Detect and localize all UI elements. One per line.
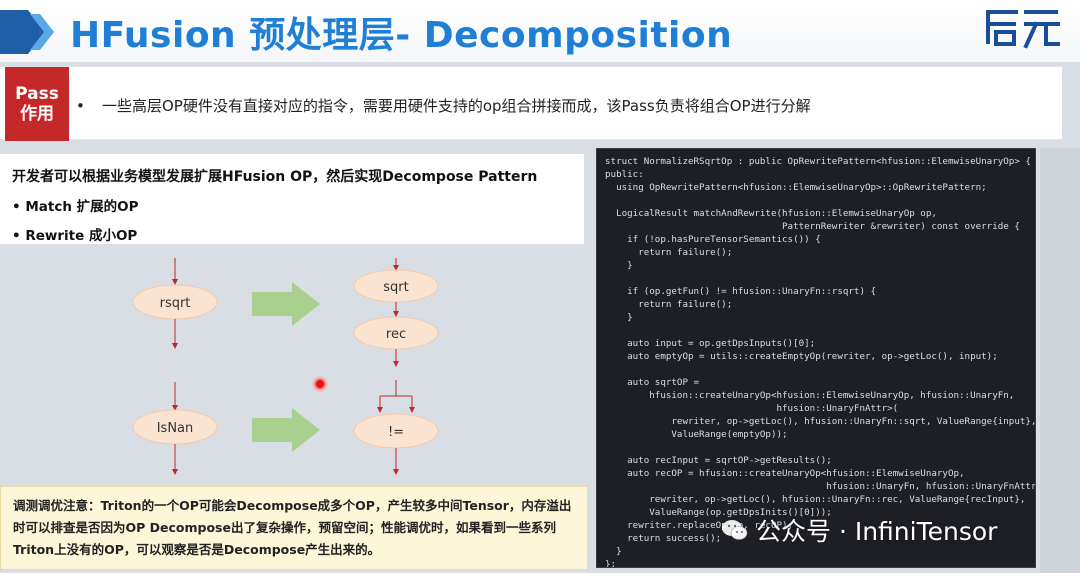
rec-label: rec [386,327,406,342]
developer-note-box: 开发者可以根据业务模型发展扩展HFusion OP，然后实现Decompose … [0,154,584,244]
big-arrow-2 [252,408,320,452]
code-line: LogicalResult matchAndRewrite(hfusion::E… [605,208,937,219]
pass-description-text: 一些高层OP硬件没有直接对应的指令，需要用硬件支持的op组合拼接而成，该Pass… [102,97,811,115]
watermark-text: 公众号 · InfiniTensor [756,517,998,546]
ne-label: != [388,425,404,440]
match-bullet: • Match 扩展的OP [12,199,139,215]
pass-tag-line1: Pass [15,84,59,104]
code-line: using OpRewritePattern<hfusion::Elemwise… [605,182,987,193]
debug-tip-box: 调测调优注意：Triton的一个OP可能会Decompose成多个OP，产生较多… [0,486,588,570]
code-line: public: [605,169,644,180]
code-line: auto input = op.getDpsInputs()[0]; [605,338,816,349]
slide-title: HFusion 预处理层- Decomposition [70,15,733,56]
pass-tag: Pass 作用 [5,67,69,141]
code-line: auto recOP = hfusion::createUnaryOp<hfus… [605,468,965,479]
code-line: } [605,546,622,557]
rsqrt-label: rsqrt [160,296,191,311]
code-line: hfusion::UnaryFn, hfusion::UnaryFnAttr>( [605,481,1036,492]
code-line: } [605,312,633,323]
code-line: if (op.getFun() != hfusion::UnaryFn::rsq… [605,286,877,297]
code-line: if (!op.hasPureTensorSemantics()) { [605,234,821,245]
slide-header: HFusion 预处理层- Decomposition [0,0,1080,62]
code-line: hfusion::UnaryFnAttr>( [605,403,899,414]
code-line: auto recInput = sqrtOP->getResults(); [605,455,832,466]
code-line: hfusion::createUnaryOp<hfusion::Elemwise… [605,390,1015,401]
code-line: }; [605,559,617,568]
rewrite-bullet: • Rewrite 成小OP [12,228,138,244]
sqrt-label: sqrt [383,280,408,295]
pass-description: • 一些高层OP硬件没有直接对应的指令，需要用硬件支持的op组合拼接而成，该Pas… [76,95,811,116]
code-line: return failure(); [605,247,733,258]
code-line: auto emptyOp = utils::createEmptyOp(rewr… [605,351,998,362]
code-line: ValueRange(op.getDpsInits()[0])); [605,507,832,518]
code-line: return failure(); [605,299,733,310]
wechat-icon [722,520,748,540]
company-logo [986,10,1060,49]
debug-tip-text: 调测调优注意：Triton的一个OP可能会Decompose成多个OP，产生较多… [13,498,572,557]
code-line: auto sqrtOP = [605,377,700,388]
wechat-watermark: 公众号 · InfiniTensor [720,512,997,548]
decomposition-diagram: rsqrt sqrt rec IsNan != [132,258,439,475]
pass-tag-line2: 作用 [20,104,54,124]
right-margin [1040,148,1080,573]
code-panel: struct NormalizeRSqrtOp : public OpRewri… [596,148,1036,568]
code-line: rewriter, op->getLoc(), hfusion::UnaryFn… [605,416,1036,427]
developer-note-heading: 开发者可以根据业务模型发展扩展HFusion OP，然后实现Decompose … [12,169,538,185]
code-line: struct NormalizeRSqrtOp : public OpRewri… [605,156,1031,167]
code-line: return success(); [605,533,722,544]
code-line: ValueRange(emptyOp)); [605,429,788,440]
code-line: PatternRewriter &rewriter) const overrid… [605,221,1020,232]
code-line: rewriter, op->getLoc(), hfusion::UnaryFn… [605,494,1026,505]
laser-pointer-icon [312,376,328,392]
chevron-right-icon [0,10,54,54]
code-line: rewriter.replaceOp(op, recOP); [605,520,794,531]
pass-description-bar: Pass 作用 • 一些高层OP硬件没有直接对应的指令，需要用硬件支持的op组合拼… [0,66,1062,141]
isnan-label: IsNan [157,421,194,436]
code-line: } [605,260,633,271]
big-arrow-1 [252,282,320,326]
bullet: • [76,97,85,115]
